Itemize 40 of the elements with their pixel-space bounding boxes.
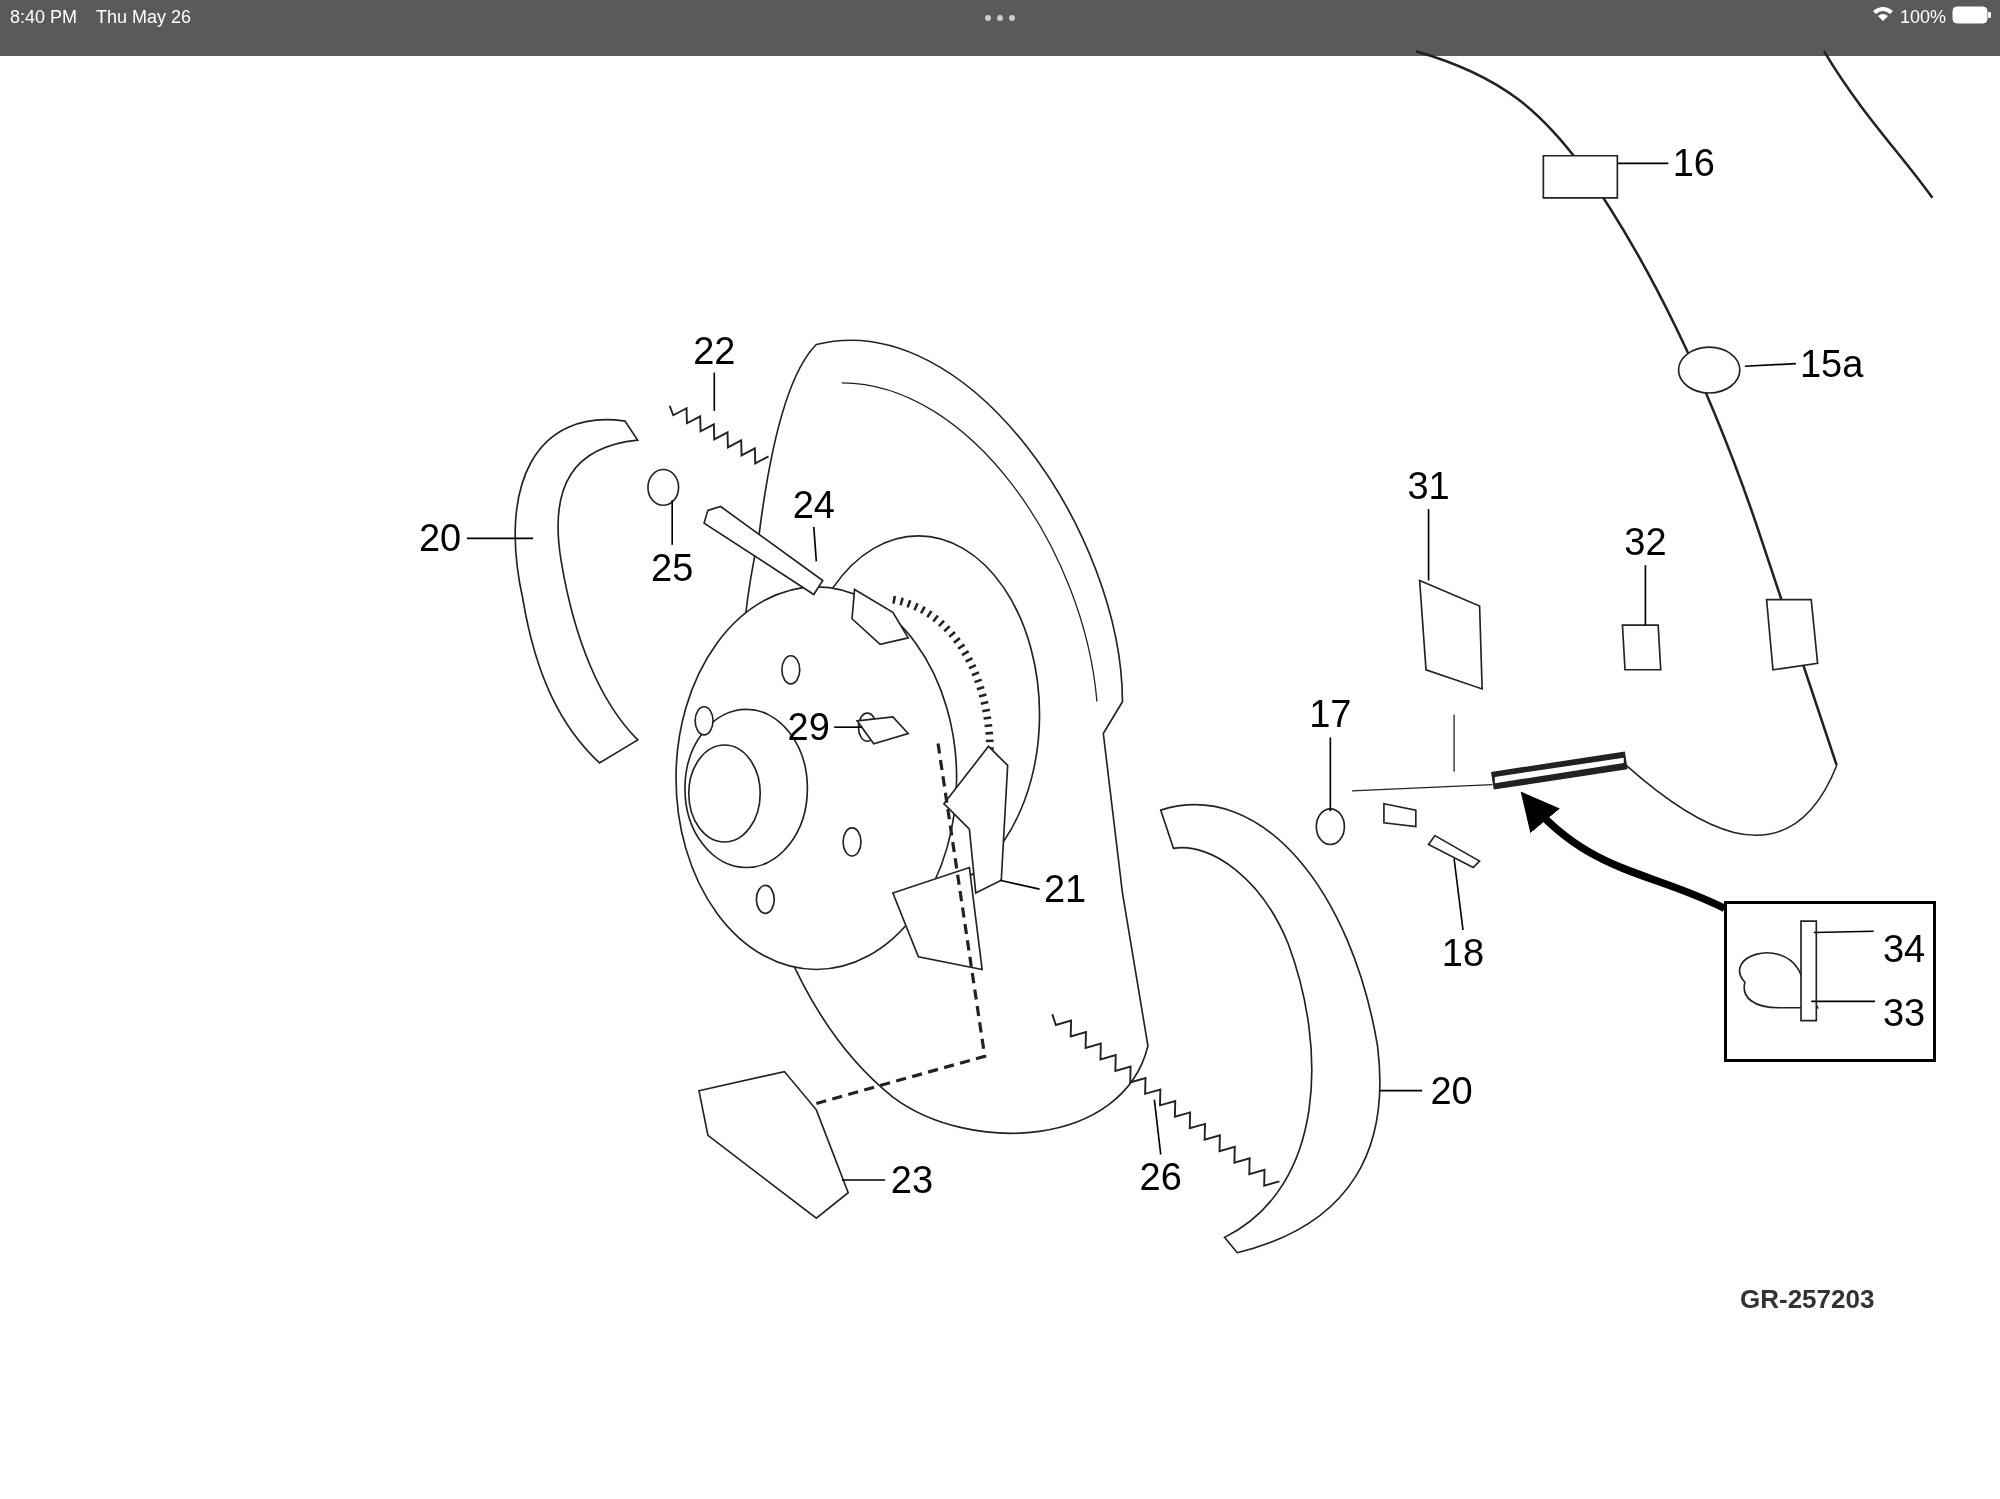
inset-frame [1724, 900, 1937, 1063]
leader-line [713, 371, 716, 412]
leader-line [1329, 736, 1332, 813]
callout-number: 15a [1799, 344, 1864, 383]
leader-line [833, 726, 864, 728]
leader-line [1453, 857, 1464, 931]
leader-line [466, 537, 534, 540]
status-date: Thu May 26 [96, 6, 192, 29]
callout-number: 26 [1139, 1158, 1182, 1197]
callout-number: 23 [890, 1160, 934, 1199]
callout-number: 16 [1672, 144, 1715, 183]
leader-line [1153, 1098, 1162, 1156]
callout-number: 22 [693, 331, 736, 370]
leader-line [1644, 564, 1647, 626]
drawing-number: GR-257203 [1740, 1283, 1875, 1316]
callout-number: 17 [1309, 695, 1352, 734]
callout-number: 34 [1882, 930, 1926, 969]
leader-line [1379, 1089, 1423, 1092]
leader-line [1427, 508, 1430, 582]
callout-number: 20 [1430, 1071, 1473, 1110]
callout-number: 18 [1441, 933, 1485, 972]
callout-number: 32 [1624, 523, 1667, 562]
callout-number: 31 [1407, 466, 1450, 505]
status-time: 8:40 PM [10, 6, 78, 29]
curved-arrow [1520, 791, 1727, 912]
leader-line [999, 879, 1041, 890]
callout-number: 20 [418, 519, 462, 558]
callout-number: 24 [792, 486, 835, 525]
leader-line [1616, 162, 1670, 165]
callout-number: 21 [1043, 870, 1087, 908]
callout-number: 25 [651, 548, 694, 587]
leader-line [812, 526, 818, 563]
leader-line [841, 1179, 887, 1181]
leader-line [1812, 930, 1875, 934]
callout-number: 29 [787, 708, 830, 747]
leader-line [671, 499, 674, 546]
leader-line [1810, 1000, 1876, 1003]
leader-line [1744, 362, 1797, 368]
callout-number: 33 [1882, 994, 1926, 1033]
battery-percent: 100% [1900, 6, 1947, 29]
